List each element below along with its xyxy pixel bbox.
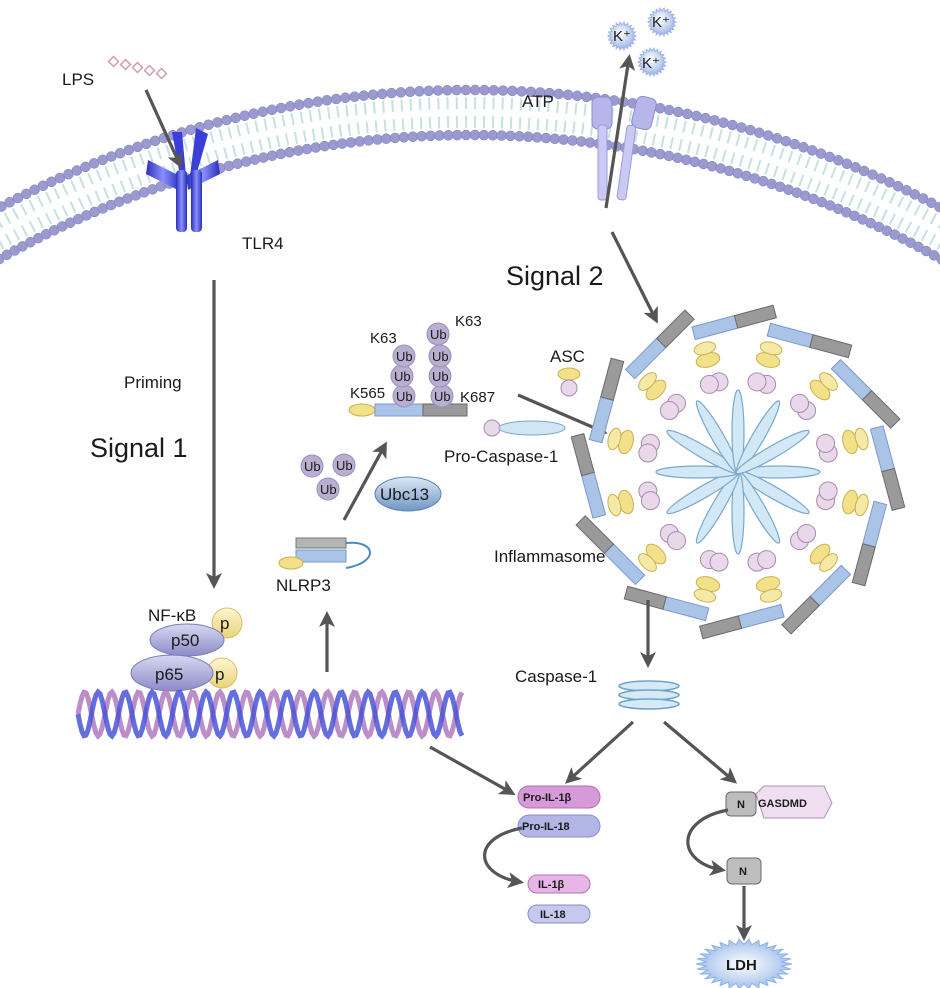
pro-caspase-1-label: Pro-Caspase-1 <box>444 447 558 466</box>
svg-text:Ub: Ub <box>396 389 413 404</box>
potassium-ion-1: K⁺ <box>606 20 638 52</box>
svg-text:Ub: Ub <box>304 459 321 474</box>
svg-text:p65: p65 <box>155 665 183 684</box>
potassium-efflux-arrow <box>604 54 636 209</box>
dna-helix <box>75 688 465 740</box>
asc-label: ASC <box>550 347 585 366</box>
lps-label: LPS <box>62 70 94 89</box>
priming-label: Priming <box>124 373 182 392</box>
p50-subunit: p p50 <box>149 607 243 657</box>
svg-text:Ub: Ub <box>434 389 451 404</box>
svg-text:N: N <box>737 799 745 811</box>
svg-text:K⁺: K⁺ <box>652 14 670 31</box>
caspase-1-label: Caspase-1 <box>515 667 597 686</box>
inflammasome-complex <box>570 304 906 640</box>
svg-text:Ub: Ub <box>432 349 449 364</box>
svg-text:p: p <box>220 614 229 633</box>
svg-text:N: N <box>739 866 747 878</box>
potassium-ion-2: K⁺ <box>646 6 678 38</box>
k63-label-right: K63 <box>455 313 482 330</box>
nlrp3-label: NLRP3 <box>276 576 331 595</box>
caspase-1-enzyme <box>618 680 680 710</box>
ubiquitinated-nlrp3 <box>348 403 468 417</box>
svg-text:K⁺: K⁺ <box>642 55 660 72</box>
ubiquitination-arrow <box>342 441 387 521</box>
gasdmd-n-terminal: N <box>726 857 762 885</box>
k565-label: K565 <box>350 385 385 402</box>
svg-text:Ub: Ub <box>336 458 353 473</box>
to-inflammasome-arrow <box>517 393 608 435</box>
svg-text:Pro-IL-18: Pro-IL-18 <box>522 821 570 833</box>
inflammasome-label: Inflammasome <box>494 547 605 566</box>
k687-label: K687 <box>460 389 495 406</box>
svg-text:K⁺: K⁺ <box>613 28 631 45</box>
asc-molecule <box>557 367 581 397</box>
k63-label-left: K63 <box>370 330 397 347</box>
lps-molecule <box>107 55 168 80</box>
pro-il-1b: Pro-IL-1β <box>517 785 601 809</box>
svg-text:Pro-IL-1β: Pro-IL-1β <box>523 792 572 804</box>
svg-text:Ub: Ub <box>430 327 447 342</box>
cytokine-expression-arrow <box>429 745 516 795</box>
svg-text:IL-18: IL-18 <box>540 909 566 921</box>
p2x7-channel <box>591 95 657 201</box>
svg-text:Ub: Ub <box>320 482 337 497</box>
p65-subunit: p p65 <box>130 654 238 692</box>
svg-text:Ubc13: Ubc13 <box>380 485 429 504</box>
svg-text:p50: p50 <box>171 631 199 650</box>
svg-text:p: p <box>215 665 224 684</box>
ldh-burst: LDH <box>695 938 793 988</box>
svg-text:LDH: LDH <box>726 957 757 974</box>
cleave-cytokines-arrow <box>565 720 635 784</box>
svg-text:GASDMD: GASDMD <box>758 798 807 810</box>
signal-2-arrow <box>610 231 658 324</box>
svg-text:IL-1β: IL-1β <box>538 879 565 891</box>
svg-text:Ub: Ub <box>396 349 413 364</box>
potassium-ion-3: K⁺ <box>636 46 668 78</box>
nfkb-label: NF-κB <box>148 606 196 625</box>
nlrp3-protein <box>278 537 371 570</box>
il-1b: IL-1β <box>527 874 591 894</box>
svg-text:Ub: Ub <box>394 369 411 384</box>
il-maturation-arrow <box>483 826 524 889</box>
il-18: IL-18 <box>527 904 591 924</box>
atp-label: ATP <box>522 92 554 111</box>
signal-2-label: Signal 2 <box>506 261 604 291</box>
tlr4-label: TLR4 <box>242 234 284 253</box>
svg-text:Ub: Ub <box>432 369 449 384</box>
gasdmd-cleavage-arrow <box>686 808 729 876</box>
signal-1-label: Signal 1 <box>90 433 188 463</box>
ubc13-enzyme: Ubc13 <box>374 476 442 512</box>
pro-il-18: Pro-IL-18 <box>517 814 601 838</box>
lps-arrow <box>144 89 183 169</box>
pro-caspase-1-molecule <box>483 419 566 437</box>
gasdmd-protein: N GASDMD <box>725 785 833 819</box>
cleave-gasdmd-arrow <box>662 720 738 784</box>
